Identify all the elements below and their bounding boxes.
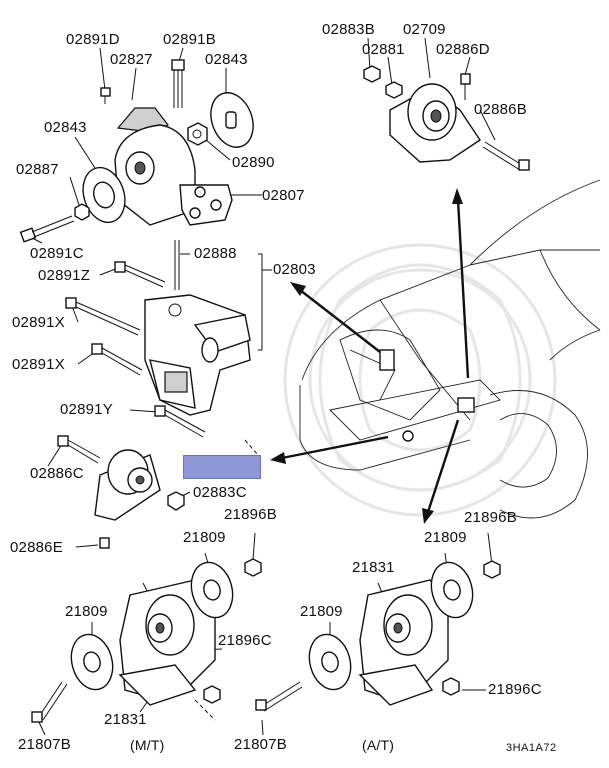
label-21896B-right: 21896B bbox=[464, 509, 517, 526]
bracket-02803 bbox=[65, 240, 251, 438]
label-21809-at-upper: 21809 bbox=[424, 529, 467, 546]
label-21807B-at: 21807B bbox=[234, 736, 287, 753]
bolt-02891Z bbox=[114, 261, 166, 288]
label-02891X-lower: 02891X bbox=[12, 356, 65, 373]
label-21809-mt-upper: 21809 bbox=[183, 529, 226, 546]
bolt-02891Y bbox=[154, 405, 206, 438]
label-02886B: 02886B bbox=[474, 101, 527, 118]
mount-at bbox=[255, 560, 501, 712]
label-02886E: 02886E bbox=[10, 539, 63, 556]
label-21831-at: 21831 bbox=[352, 559, 395, 576]
label-21807B-mt: 21807B bbox=[18, 736, 71, 753]
label-02883C: 02883C bbox=[193, 484, 247, 501]
label-02843-left: 02843 bbox=[44, 119, 87, 136]
label-02891C: 02891C bbox=[30, 245, 84, 262]
label-02887: 02887 bbox=[16, 161, 59, 178]
label-02886C: 02886C bbox=[30, 465, 84, 482]
label-21831-mt: 21831 bbox=[104, 711, 147, 728]
label-02890: 02890 bbox=[232, 154, 275, 171]
label-02827: 02827 bbox=[110, 51, 153, 68]
bolt-02891X-lower bbox=[91, 343, 143, 376]
highlight-box bbox=[183, 455, 261, 479]
label-21896B-left: 21896B bbox=[224, 506, 277, 523]
insulator-02883C bbox=[57, 435, 185, 549]
mount-mt bbox=[31, 558, 262, 723]
upper-mount-assembly bbox=[19, 59, 254, 243]
vehicle-outline bbox=[299, 179, 601, 519]
label-02709: 02709 bbox=[403, 21, 446, 38]
pointer-arrows bbox=[270, 188, 470, 524]
label-21809-mt-lower: 21809 bbox=[65, 603, 108, 620]
label-02888: 02888 bbox=[194, 245, 237, 262]
label-02891X-upper: 02891X bbox=[12, 314, 65, 331]
label-02891Y: 02891Y bbox=[60, 401, 113, 418]
label-21809-at-lower: 21809 bbox=[300, 603, 343, 620]
label-02891Z: 02891Z bbox=[38, 267, 91, 284]
label-02886D: 02886D bbox=[436, 41, 490, 58]
label-02891D: 02891D bbox=[66, 31, 120, 48]
bolt-02891C bbox=[19, 215, 75, 243]
label-02843-upper-right: 02843 bbox=[205, 51, 248, 68]
label-02881: 02881 bbox=[362, 41, 405, 58]
label-automatic-transmission: (A/T) bbox=[362, 737, 395, 753]
label-02891B: 02891B bbox=[163, 31, 216, 48]
diagram-code: 3HA1A72 bbox=[506, 742, 557, 754]
label-02803: 02803 bbox=[273, 261, 316, 278]
label-02807: 02807 bbox=[262, 187, 305, 204]
label-21896C-mt: 21896C bbox=[218, 632, 272, 649]
label-manual-transmission: (M/T) bbox=[130, 737, 165, 753]
label-21896C-at: 21896C bbox=[488, 681, 542, 698]
label-02883B: 02883B bbox=[322, 21, 375, 38]
watermark-emblem bbox=[283, 243, 557, 517]
mount-02709 bbox=[363, 65, 530, 171]
bolt-02891X-upper bbox=[65, 297, 141, 336]
